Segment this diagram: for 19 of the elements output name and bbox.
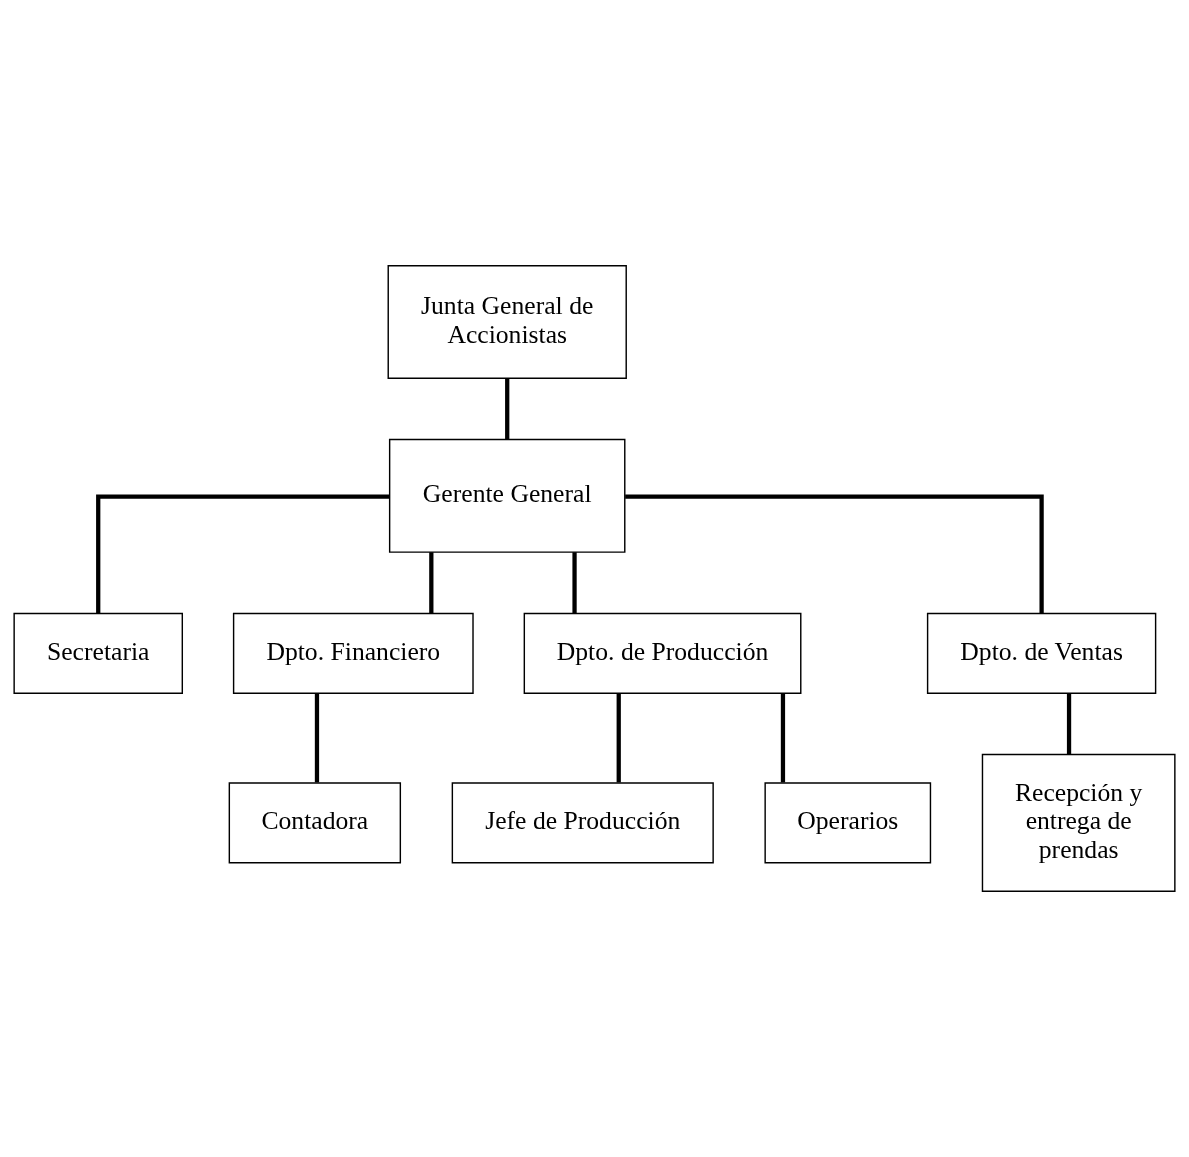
node-box: Dpto. Financiero	[232, 612, 474, 694]
node-box: Secretaria	[13, 612, 183, 694]
connector	[1066, 693, 1072, 755]
connector	[572, 552, 577, 614]
connector	[625, 494, 1044, 614]
node-box: Contadora	[228, 782, 402, 864]
node-box: Jefe de Producción	[451, 782, 714, 864]
node-box: Dpto. de Producción	[523, 612, 802, 694]
connector	[616, 693, 621, 783]
connector	[96, 494, 390, 614]
connector	[429, 552, 434, 614]
node-box: Gerente General	[388, 438, 626, 553]
connector	[505, 378, 510, 440]
node-box: Recepción y entrega de prendas	[981, 753, 1176, 892]
connector	[780, 693, 786, 783]
node-box: Operarios	[764, 782, 932, 864]
connector	[314, 693, 320, 783]
node-box: Junta General de Accionistas	[387, 265, 627, 379]
node-box: Dpto. de Ventas	[926, 612, 1157, 694]
